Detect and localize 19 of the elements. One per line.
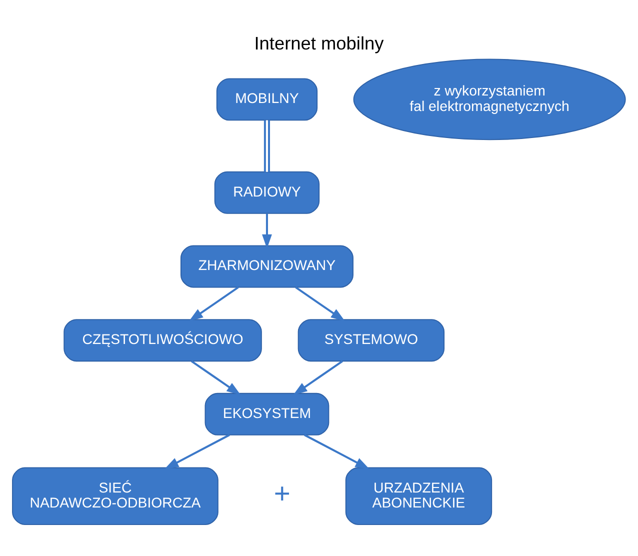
node-box: EKOSYSTEM	[204, 392, 330, 436]
node-box: SYSTEMOWO	[298, 319, 445, 362]
arrow	[304, 434, 370, 470]
node-box: URZADZENIA ABONENCKIE	[345, 467, 492, 525]
node-ellipse: z wykorzystaniem fal elektromagnetycznych	[353, 58, 626, 140]
arrow	[190, 360, 241, 396]
connector	[264, 120, 270, 172]
diagram-title: Internet mobilny	[254, 34, 384, 54]
node-box: SIEĆ NADAWCZO-ODBIORCZA	[12, 467, 218, 525]
label: +	[274, 478, 290, 510]
arrow	[262, 214, 272, 249]
arrow	[295, 286, 346, 322]
node-box: MOBILNY	[216, 78, 318, 121]
arrow	[164, 434, 230, 470]
arrow	[293, 360, 343, 396]
node-box: RADIOWY	[214, 171, 320, 214]
node-box: CZĘSTOTLIWOŚCIOWO	[64, 319, 262, 362]
node-box: ZHARMONIZOWANY	[180, 245, 354, 288]
arrow	[188, 286, 239, 322]
